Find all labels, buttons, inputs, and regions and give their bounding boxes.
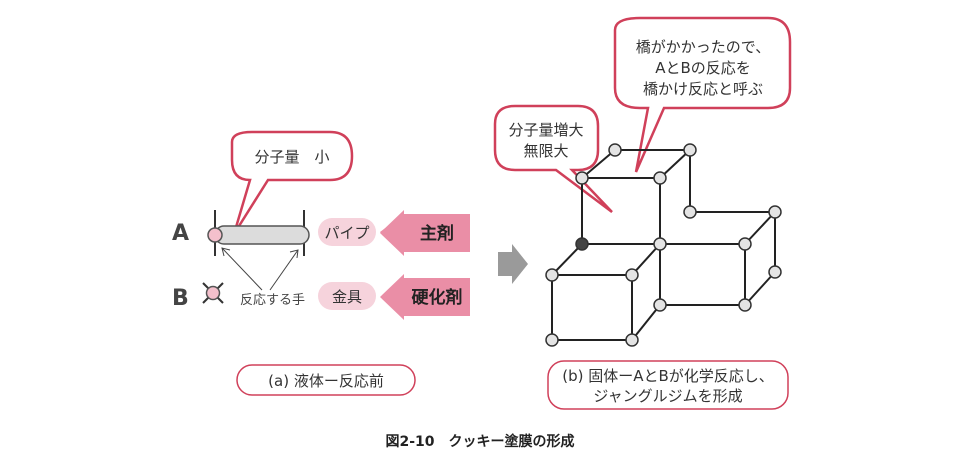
bubble-molecular-weight-small: 分子量 小	[230, 130, 354, 235]
node	[738, 298, 752, 312]
caption-left-text: (a) 液体ー反応前	[268, 372, 384, 390]
fitting-pill: 金具	[318, 282, 376, 310]
caption-left: (a) 液体ー反応前	[236, 364, 416, 396]
pipe-label: パイプ	[324, 224, 369, 242]
node	[768, 205, 782, 219]
node	[653, 171, 667, 185]
crosslink-line-1: 橋がかかったので、	[636, 38, 770, 56]
node	[683, 205, 697, 219]
node	[625, 333, 639, 347]
main-agent-label: 主剤	[420, 223, 454, 244]
hardener-label: 硬化剤	[412, 287, 463, 308]
node	[608, 143, 622, 157]
caption-right: (b) 固体ーAとBが化学反応し、 ジャングルジムを形成	[547, 360, 789, 410]
figure-title: 図2-10 クッキー塗膜の形成	[385, 433, 574, 450]
hardener-arrow: 硬化剤	[380, 274, 470, 320]
bubble-text-small: 分子量 小	[254, 148, 329, 166]
infinite-line-1: 分子量増大	[508, 121, 583, 139]
node	[653, 298, 667, 312]
reactive-end-left	[207, 227, 223, 243]
label-b: B	[172, 286, 189, 311]
node	[575, 237, 589, 251]
reactive-hand-pointers	[221, 247, 299, 291]
label-a: A	[172, 221, 189, 246]
infinite-line-2: 無限大	[523, 142, 568, 160]
node	[545, 333, 559, 347]
node	[768, 265, 782, 279]
fitting-label: 金具	[332, 288, 362, 306]
jungle-gym-lattice	[551, 149, 776, 341]
node	[738, 237, 752, 251]
lattice-nodes	[545, 143, 782, 347]
caption-right-line-2: ジャングルジムを形成	[593, 387, 742, 405]
transition-arrow	[498, 244, 528, 284]
fitting-molecule-b	[202, 282, 224, 304]
node	[625, 268, 639, 282]
node	[683, 143, 697, 157]
bubble-crosslink-reaction: 橋がかかったので、 AとBの反応を 橋かけ反応と呼ぶ	[613, 16, 792, 173]
pipe-molecule-a	[207, 210, 310, 256]
pipe-pill: パイプ	[318, 218, 376, 246]
crosslink-line-3: 橋かけ反応と呼ぶ	[643, 80, 763, 98]
node	[545, 268, 559, 282]
node	[653, 237, 667, 251]
caption-right-line-1: (b) 固体ーAとBが化学反応し、	[562, 367, 774, 385]
reactive-hands-label: 反応する手	[240, 293, 305, 308]
crosslink-line-2: AとBの反応を	[655, 59, 751, 77]
main-agent-arrow: 主剤	[380, 210, 470, 256]
node	[575, 171, 589, 185]
bubble-molecular-weight-infinite: 分子量増大 無限大	[493, 104, 613, 213]
